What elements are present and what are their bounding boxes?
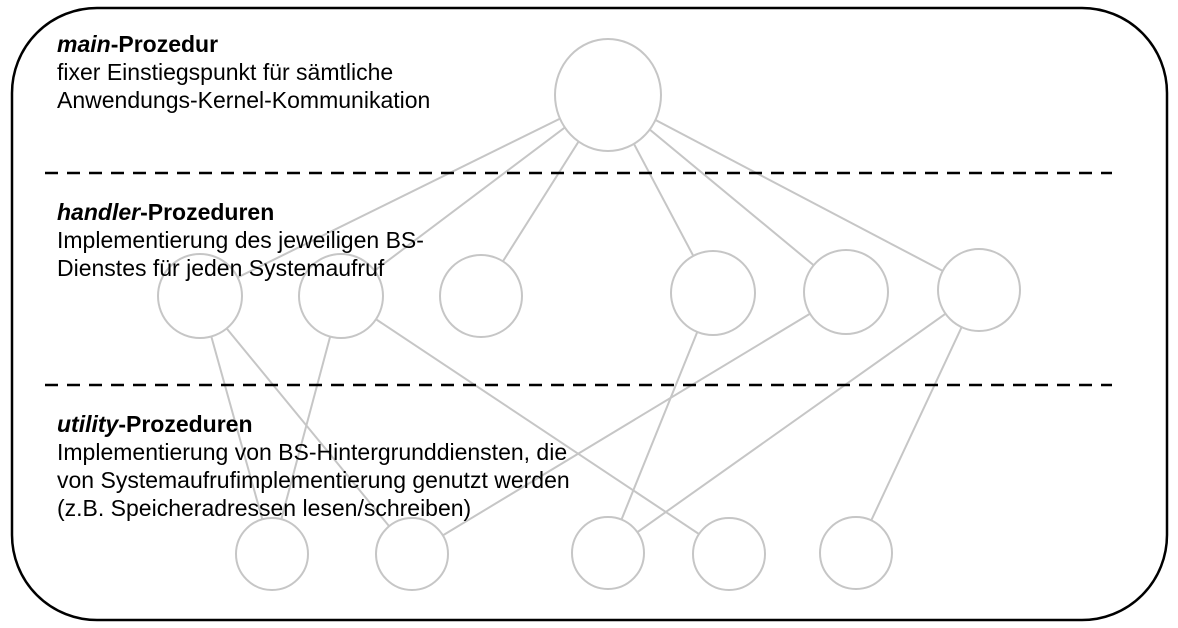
layer-title-main-rest: -Prozedur: [110, 31, 219, 57]
edge-h5-uB: [411, 291, 847, 555]
handler-node-h5: [803, 249, 889, 335]
utility-node-uA: [235, 517, 309, 591]
main-node-main: [554, 38, 662, 152]
layer-main-desc-line2: Anwendungs-Kernel-Kommunikation: [57, 87, 431, 113]
edge-h2-uD: [340, 295, 730, 555]
utility-node-uE: [819, 516, 893, 590]
layer-utility-desc-line3: (z.B. Speicheradressen lesen/schreiben): [57, 495, 472, 521]
layer-label-utility: utility-Prozeduren Implementierung von B…: [57, 410, 570, 522]
layer-utility-desc-line2: von Systemaufrufimplementierung genutzt …: [57, 467, 570, 493]
edge-h4-uC: [607, 292, 714, 554]
layer-title-handler-italic: handler: [57, 199, 141, 225]
layer-title-utility-italic: utility: [57, 411, 119, 437]
handler-node-h3: [439, 254, 523, 338]
layer-title-main: main-Prozedur: [57, 30, 430, 58]
layer-main-desc-line1: fixer Einstiegspunkt für sämtliche: [57, 59, 394, 85]
layer-label-handler: handler-Prozeduren Implementierung des j…: [57, 198, 424, 282]
edge-main-h6: [607, 94, 980, 291]
edge-h6-uE: [855, 289, 980, 554]
layer-title-handler-rest: -Prozeduren: [140, 199, 275, 225]
diagram-border: [10, 6, 1169, 622]
edge-h1-uA: [199, 295, 273, 555]
edge-main-h1: [199, 94, 609, 297]
edge-h6-uC: [607, 289, 980, 554]
layer-handler-desc-line1: Implementierung des jeweiligen BS-: [57, 227, 424, 253]
utility-node-uD: [692, 517, 766, 591]
layer-utility-desc-line1: Implementierung von BS-Hintergrunddienst…: [57, 439, 568, 465]
layer-handler-desc-line2: Dienstes für jeden Systemaufruf: [57, 255, 385, 281]
handler-node-h1: [157, 253, 243, 339]
edge-main-h2: [340, 94, 609, 297]
utility-node-uC: [571, 516, 645, 590]
utility-node-uB: [375, 517, 449, 591]
layer-label-main: main-Prozedur fixer Einstiegspunkt für s…: [57, 30, 430, 114]
handler-node-h2: [298, 253, 384, 339]
handler-node-h4: [670, 250, 756, 336]
handler-node-h6: [937, 248, 1021, 332]
edge-h2-uA: [271, 295, 342, 555]
layer-title-utility: utility-Prozeduren: [57, 410, 570, 438]
layer-title-utility-rest: -Prozeduren: [118, 411, 253, 437]
layer-title-main-italic: main: [57, 31, 111, 57]
layer-title-handler: handler-Prozeduren: [57, 198, 424, 226]
